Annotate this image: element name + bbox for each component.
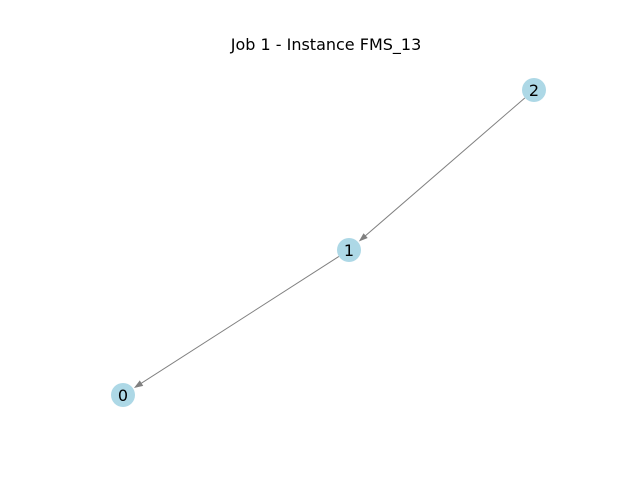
node-2: 2 (522, 78, 546, 102)
node-0: 0 (111, 383, 135, 407)
edge-arrowhead-2-1 (358, 233, 368, 242)
node-circle-2 (522, 78, 546, 102)
node-label-2: 2 (529, 81, 539, 100)
edge-2-1 (363, 97, 526, 238)
nodes-layer: 0 1 2 (111, 78, 546, 407)
node-circle-1 (337, 238, 361, 262)
node-circle-0 (111, 383, 135, 407)
edge-1-0 (139, 256, 340, 385)
node-label-0: 0 (118, 386, 128, 405)
node-label-1: 1 (344, 241, 354, 260)
edges-layer (133, 97, 526, 388)
edge-arrowhead-1-0 (133, 380, 144, 388)
figure-title: Job 1 - Instance FMS_13 (230, 35, 422, 55)
node-1: 1 (337, 238, 361, 262)
